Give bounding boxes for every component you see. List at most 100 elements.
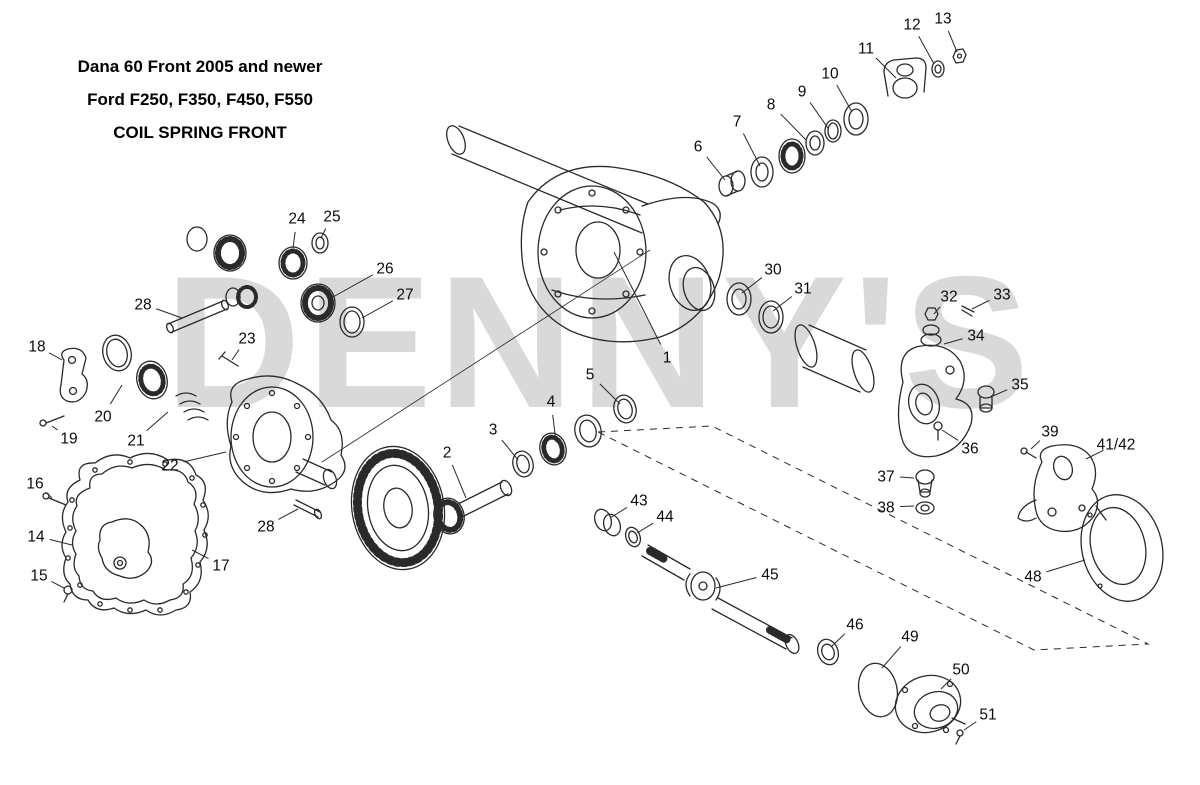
leader-line-31	[772, 296, 793, 312]
part-callout-20: 20	[94, 409, 112, 426]
watermark-text: DENNY'S	[164, 237, 1036, 447]
leader-line-48	[1046, 559, 1086, 573]
leader-line-34	[943, 338, 963, 345]
part-callout-17: 17	[212, 558, 229, 575]
part-callout-49: 49	[901, 629, 918, 646]
part-callout-34: 34	[967, 328, 985, 345]
leader-line-11	[875, 57, 897, 79]
part-callout-46: 46	[846, 617, 863, 634]
leader-line-18	[48, 352, 63, 361]
leader-line-21	[146, 411, 169, 432]
part-callout-35: 35	[1011, 377, 1028, 394]
leader-line-32	[933, 306, 941, 315]
leader-line-46	[830, 633, 846, 648]
leader-line-39	[1030, 440, 1041, 450]
leader-line-2	[451, 464, 467, 499]
leader-line-35	[992, 389, 1008, 397]
leader-line-50	[940, 678, 952, 690]
leader-line-12	[918, 36, 935, 65]
hub-assembly-art	[857, 662, 966, 745]
leader-line-27	[361, 300, 394, 319]
differential-carrier-art	[39, 226, 365, 616]
leader-line-44	[636, 522, 654, 534]
part-callout-28b: 28	[257, 519, 274, 536]
part-callout-45: 45	[761, 567, 778, 584]
leader-line-20	[109, 384, 123, 405]
axle-shaft-art	[593, 508, 840, 666]
part-callout-5: 5	[586, 367, 595, 384]
leader-line-37	[899, 476, 915, 479]
part-callout-7: 7	[733, 114, 742, 131]
part-callout-8: 8	[767, 97, 776, 114]
leader-line-17	[191, 549, 209, 560]
leader-line-7	[742, 133, 761, 167]
part-callout-21: 21	[127, 433, 144, 450]
part-callout-24: 24	[288, 211, 306, 228]
leader-line-4	[552, 414, 557, 443]
leader-line-19	[51, 425, 58, 431]
part-callout-18: 18	[28, 339, 45, 356]
part-callout-23: 23	[238, 331, 255, 348]
leader-line-6	[706, 156, 726, 181]
part-callout-15: 15	[30, 568, 47, 585]
part-callout-39: 39	[1041, 424, 1058, 441]
leader-line-36	[941, 429, 959, 441]
leader-line-49	[881, 646, 902, 669]
leader-line-33	[971, 299, 990, 310]
part-callout-48: 48	[1024, 569, 1041, 586]
leader-line-51	[963, 721, 977, 731]
leader-line-25	[320, 228, 327, 239]
pinion-yoke-parts-art	[718, 48, 967, 197]
leader-line-38	[899, 505, 915, 507]
part-callout-30: 30	[764, 262, 782, 279]
leader-line-41-42	[1085, 449, 1104, 460]
part-callout-41-42: 41/42	[1097, 437, 1136, 454]
assembly-boundary-dashed	[596, 425, 1150, 651]
part-callout-9: 9	[798, 84, 807, 101]
leader-line-9	[809, 102, 829, 129]
leader-line-3	[501, 439, 519, 461]
title-line-1: Dana 60 Front 2005 and newer	[77, 57, 323, 76]
leader-line-22	[183, 451, 227, 463]
part-callout-43: 43	[630, 493, 647, 510]
part-callout-44: 44	[656, 509, 674, 526]
knuckle-upper-art	[726, 282, 995, 515]
leader-line-24	[292, 231, 296, 249]
part-callout-36: 36	[961, 441, 978, 458]
leader-line-8	[780, 113, 807, 141]
leader-line-28a	[156, 308, 183, 319]
title-line-2: Ford F250, F350, F450, F550	[87, 90, 313, 109]
leader-line-14	[49, 538, 73, 546]
part-callout-51: 51	[979, 707, 996, 724]
leader-line-5	[599, 383, 621, 405]
part-callout-2: 2	[443, 445, 452, 462]
diagram-title-block: Dana 60 Front 2005 and newer Ford F250, …	[30, 50, 370, 149]
leader-line-10	[836, 84, 853, 113]
axle-housing-art	[520, 165, 724, 343]
ring-and-pinion-art	[350, 394, 637, 571]
part-callout-10: 10	[821, 66, 839, 83]
part-callout-22: 22	[161, 458, 178, 475]
part-callout-25: 25	[323, 209, 340, 226]
part-callout-27: 27	[396, 287, 413, 304]
part-callout-4: 4	[547, 394, 556, 411]
part-callout-50: 50	[952, 662, 970, 679]
knuckle-lower-art	[1017, 444, 1164, 602]
part-callout-38: 38	[877, 500, 894, 517]
part-callout-33: 33	[993, 287, 1010, 304]
part-callout-13: 13	[934, 11, 951, 28]
part-callout-37: 37	[877, 469, 894, 486]
leader-line-1	[613, 251, 662, 345]
leader-line-13	[947, 30, 958, 53]
leader-line-26	[332, 274, 374, 298]
leader-line-43	[609, 506, 628, 519]
title-line-3: COIL SPRING FRONT	[113, 123, 287, 142]
axle-tube-art	[321, 125, 651, 463]
leader-line-45	[715, 577, 757, 589]
leader-line-16	[45, 491, 53, 499]
part-callout-3: 3	[489, 422, 498, 439]
leader-line-30	[741, 277, 763, 294]
part-callout-19: 19	[60, 431, 77, 448]
